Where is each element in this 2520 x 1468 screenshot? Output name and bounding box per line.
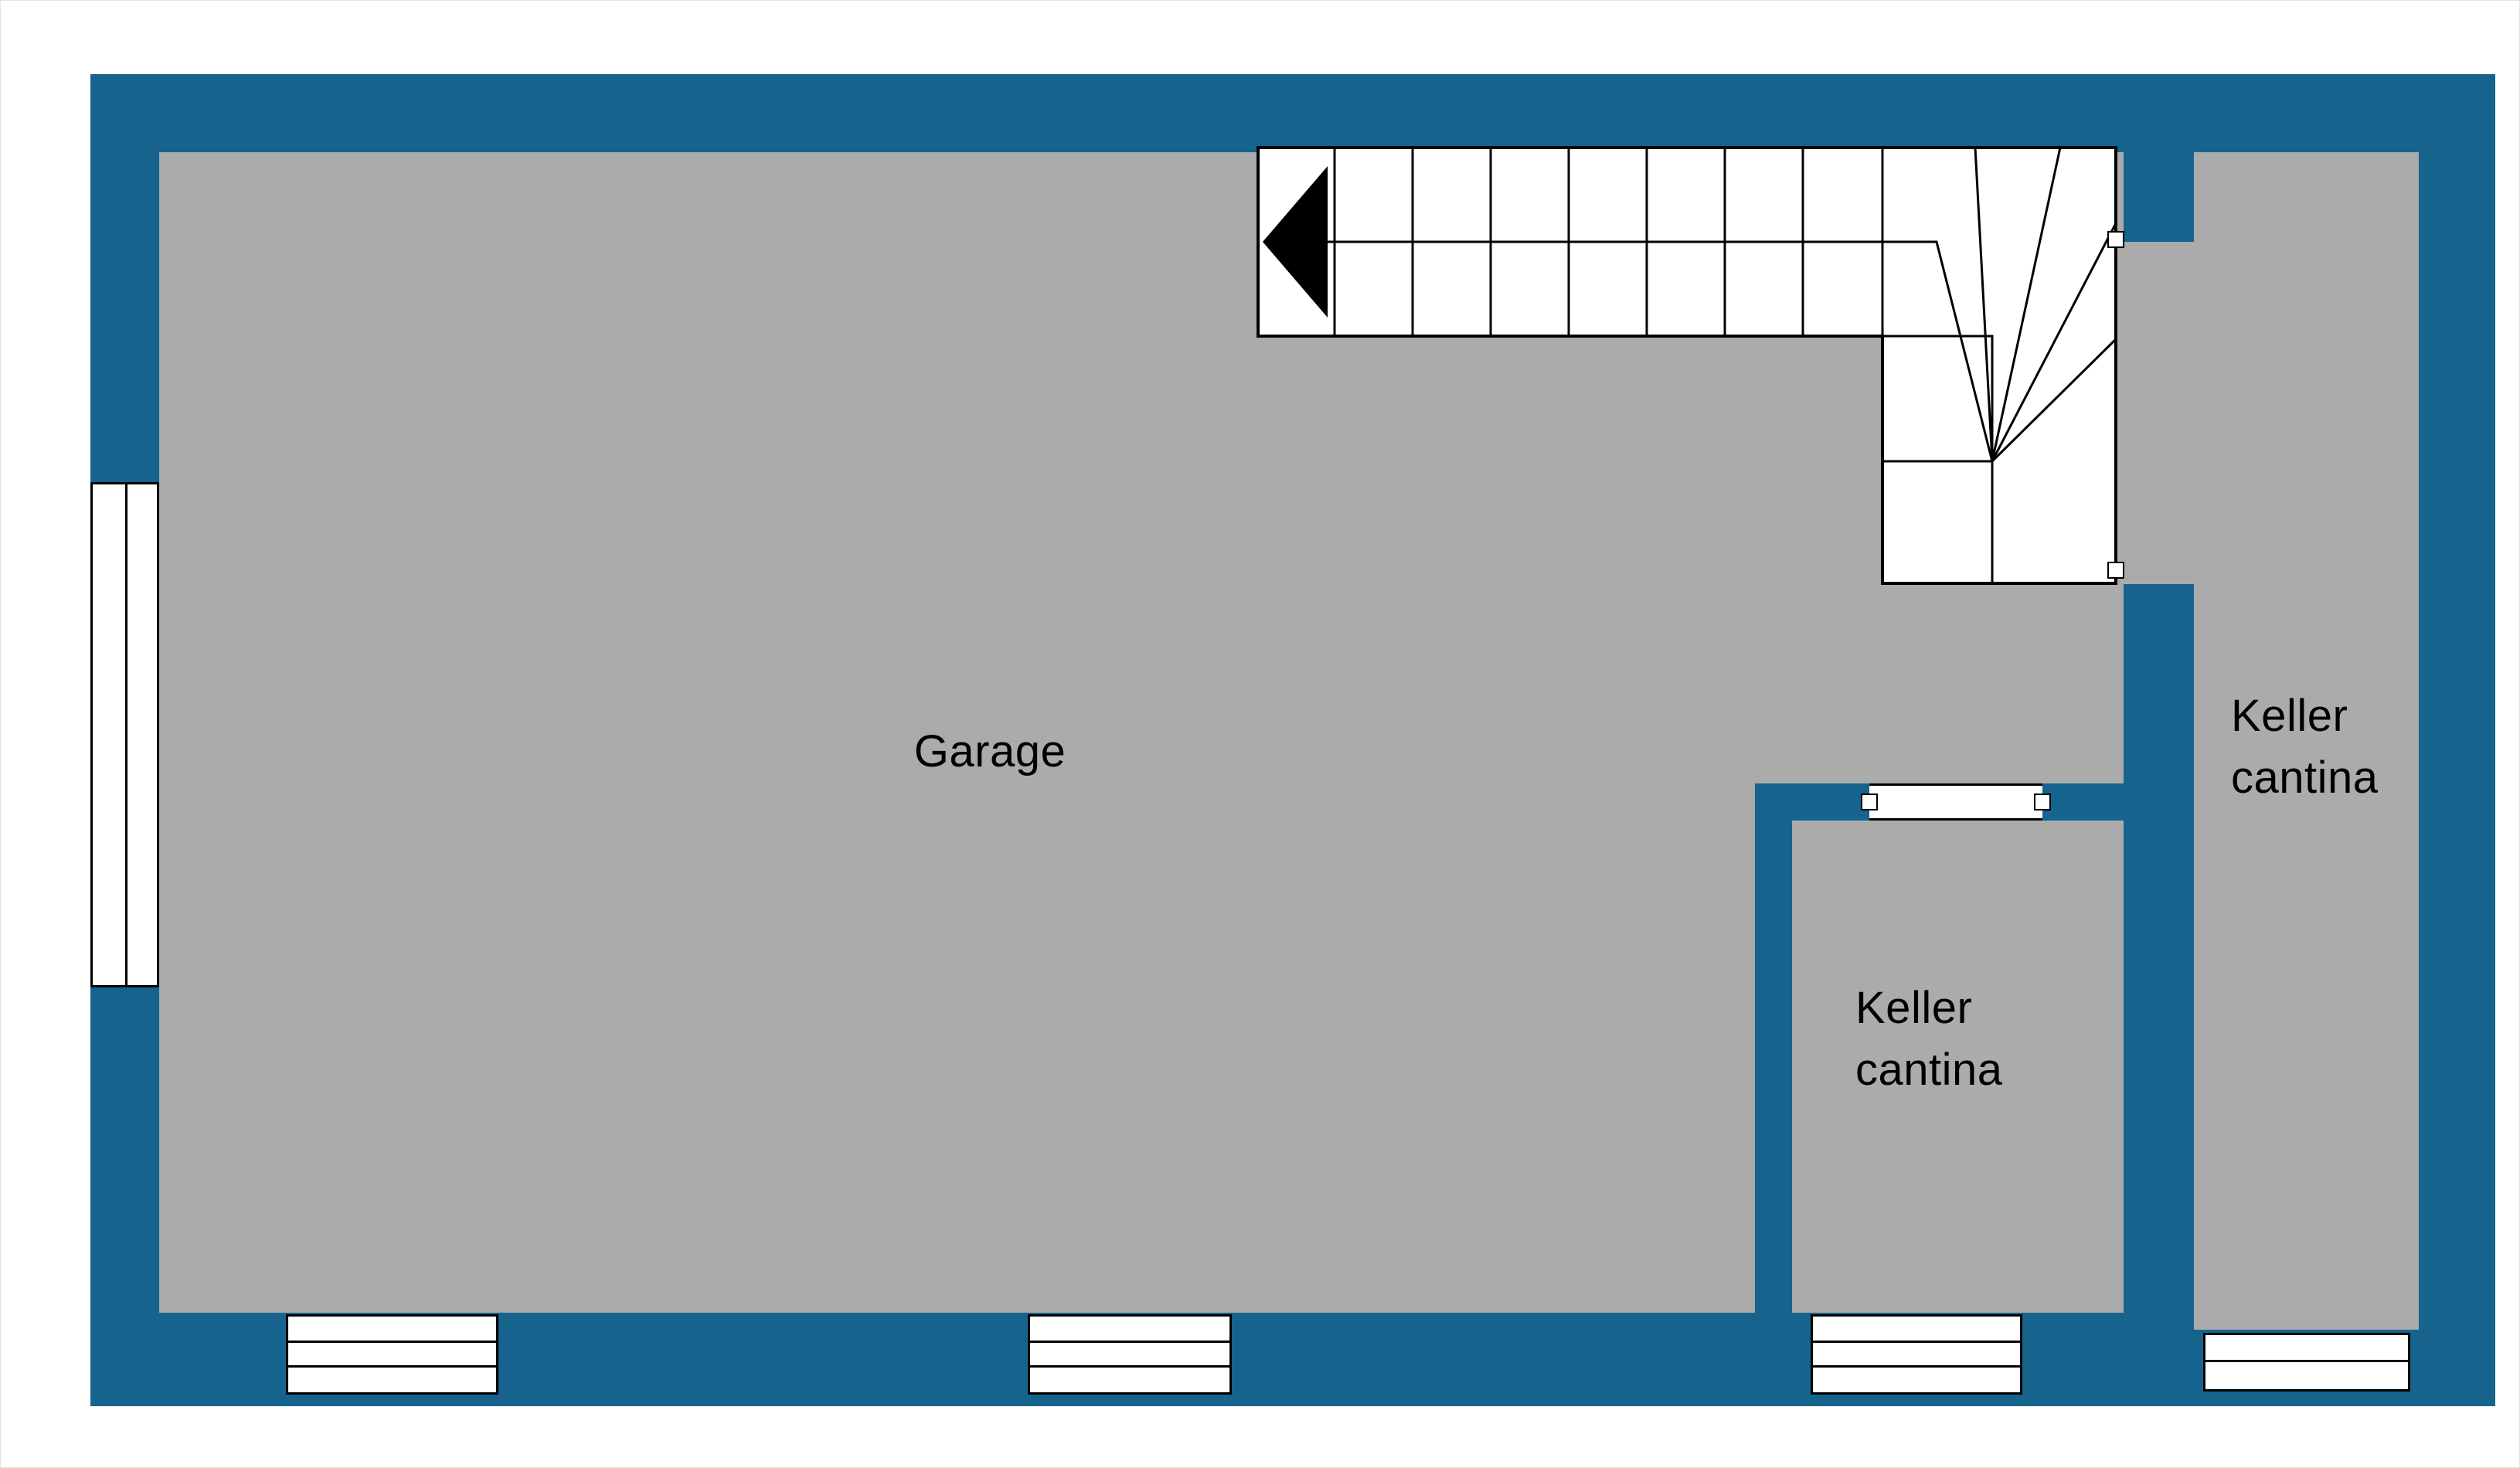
stair-outline (1257, 146, 2117, 585)
window-frame-line (1813, 1364, 2020, 1368)
bottom-wall-window-3 (1811, 1314, 2022, 1395)
window-frame-line (1030, 1341, 1229, 1344)
stair-direction-arrow-icon (1263, 166, 1328, 318)
window-frame-line (124, 484, 128, 985)
stair-walk-line (1328, 240, 1994, 583)
garage-label-text: Garage (913, 726, 1066, 776)
keller-small-wall-top-left (1755, 783, 1869, 821)
window-frame-line (1813, 1341, 2020, 1344)
keller-small-door-opening (1869, 783, 2042, 821)
stair-to-keller-right-opening (2124, 242, 2194, 584)
bottom-wall-window-2 (1028, 1314, 1232, 1395)
keller-cantina-right-floor (2194, 152, 2419, 1330)
keller-small-wall-left (1755, 783, 1792, 1405)
bottom-wall-window-1 (286, 1314, 498, 1395)
window-frame-line (2205, 1360, 2408, 1363)
left-wall-window (90, 482, 159, 987)
stair-winder-steps (1881, 147, 2117, 463)
keller-right-label-line2: cantina (2231, 753, 2379, 803)
door-jamb-marker (2034, 793, 2051, 810)
door-jamb-marker (1861, 793, 1878, 810)
wall-junction-marker (2107, 231, 2124, 248)
window-frame-line (1030, 1364, 1229, 1368)
garage-floor (159, 152, 2124, 1313)
keller-small-label-line2: cantina (1855, 1045, 2003, 1095)
keller-right-label-line1: Keller (2231, 691, 2348, 741)
window-frame-line (288, 1364, 496, 1368)
keller-cantina-right-label: Keller cantina (2231, 685, 2379, 809)
right-room-bottom-window (2203, 1333, 2410, 1392)
keller-small-label-line1: Keller (1855, 983, 1973, 1033)
garage-label: Garage (835, 721, 1144, 783)
keller-cantina-small-label: Keller cantina (1855, 977, 2003, 1101)
window-frame-line (288, 1341, 496, 1344)
staircase (1257, 146, 2117, 585)
keller-small-wall-top-right (2042, 783, 2124, 821)
wall-junction-marker (2107, 562, 2124, 579)
